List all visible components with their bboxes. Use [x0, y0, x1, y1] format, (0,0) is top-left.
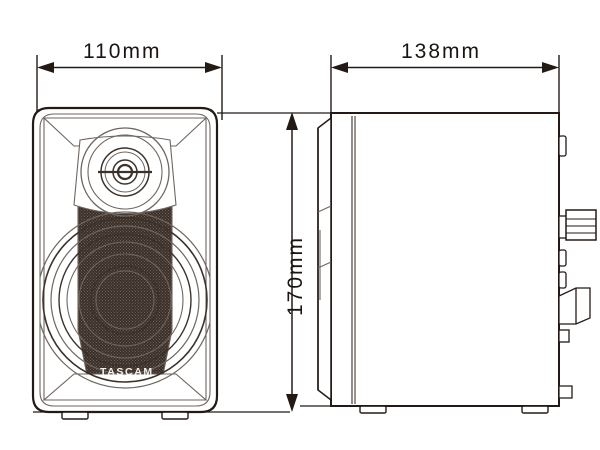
front-foot-left: [61, 411, 89, 420]
width-arrow-right: [205, 62, 222, 73]
width-arrow-left: [37, 62, 54, 73]
rear-power-inlet: [558, 385, 573, 399]
front-view: [31, 55, 290, 420]
tweeter-recess: [73, 135, 177, 214]
height-dimension-lines: [217, 112, 330, 402]
depth-dimension-lines: [330, 55, 560, 118]
rear-port-mid-upper: [558, 249, 567, 267]
rear-jack-block: [558, 287, 591, 325]
tweeter-driver: [80, 127, 170, 217]
depth-arrow-left: [331, 62, 348, 73]
width-dimension-label: 110mm: [83, 40, 162, 63]
bevel-bottom: [42, 373, 208, 401]
bezel-detail-lines: [317, 205, 332, 300]
cabinet-inner-edge: [39, 113, 211, 407]
front-foot-right: [161, 411, 189, 420]
side-view: [300, 55, 597, 414]
tascam-logo: TASCAM: [100, 366, 154, 378]
height-arrow-top: [286, 112, 298, 130]
volume-knob: [558, 209, 597, 241]
depth-arrow-right: [542, 62, 559, 73]
woofer-driver: [40, 211, 210, 389]
rear-port-bottom: [558, 329, 570, 343]
width-dimension-lines: [36, 55, 223, 120]
side-foot-front: [359, 405, 387, 414]
grille-mesh-lower: [62, 214, 188, 400]
depth-dimension-label: 138mm: [401, 40, 482, 63]
side-foot-rear: [521, 405, 549, 414]
height-arrow-bottom: [286, 394, 298, 412]
side-cabinet-outline: [330, 112, 560, 407]
rear-port-mid-lower: [558, 271, 567, 289]
height-dimension-label: 170mm: [284, 235, 307, 316]
rear-port-top: [558, 135, 567, 157]
